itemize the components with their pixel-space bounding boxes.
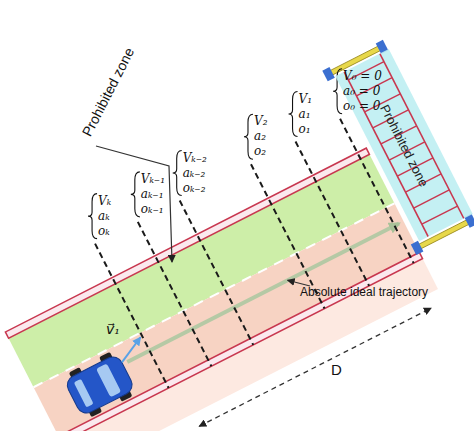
curly-brace <box>289 92 298 137</box>
state-variable: V₀ = 0 <box>343 69 382 84</box>
curly-brace <box>244 114 253 159</box>
distance-label: D <box>331 361 342 378</box>
state-variable: aₖ₋₂ <box>183 166 206 181</box>
station-line <box>180 201 254 345</box>
state-variable: a₀ = 0 <box>343 84 380 99</box>
state-variable: Vₖ <box>98 194 111 209</box>
state-variable: oₖ₋₁ <box>141 202 164 217</box>
barrier-post <box>322 67 335 81</box>
state-variable: oₖ <box>98 224 110 239</box>
car-rear-window <box>74 379 94 408</box>
state-variable: a₂ <box>254 129 266 144</box>
velocity-label: v⃗₁ <box>106 320 120 338</box>
car-symbol <box>62 349 138 421</box>
state-variable: o₁ <box>299 122 311 137</box>
driving-lane <box>34 203 420 431</box>
curly-brace <box>131 172 140 217</box>
state-variable: Vₖ₋₁ <box>141 172 165 187</box>
station-line <box>95 244 169 388</box>
distance-arrow <box>199 308 431 426</box>
state-variable: Vₖ₋₂ <box>183 151 207 166</box>
car-body <box>64 354 136 417</box>
state-variable: aₖ <box>98 209 110 224</box>
velocity-vector <box>116 337 147 362</box>
zone-label: Prohibited zone <box>79 45 137 139</box>
zone-title: Prohibited zone <box>377 102 431 189</box>
station-line <box>138 222 212 366</box>
car-windshield <box>96 363 121 397</box>
barrier-post <box>411 241 424 255</box>
curly-brace <box>173 151 182 196</box>
leader-line <box>96 146 172 262</box>
ladder-rung <box>414 190 450 208</box>
state-variable: o₂ <box>254 144 266 159</box>
state-variable: V₁ <box>299 92 312 107</box>
guard-rail <box>59 252 423 431</box>
state-variable: aₖ₋₁ <box>141 187 164 202</box>
state-variable: oₖ₋₂ <box>183 181 206 196</box>
state-variable: a₁ <box>299 107 311 122</box>
state-variable: o₀ = 0 <box>343 99 380 114</box>
state-variable: V₂ <box>254 114 267 129</box>
trajectory-label: Absolute ideal trajectory <box>300 285 428 299</box>
station-line <box>296 142 370 286</box>
curly-brace <box>88 194 97 239</box>
ladder-rung <box>422 206 458 224</box>
